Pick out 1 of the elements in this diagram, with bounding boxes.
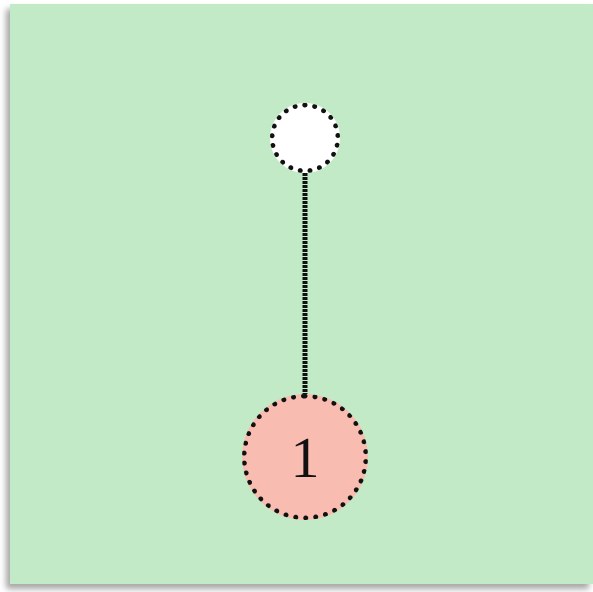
connector-line	[302, 173, 308, 394]
